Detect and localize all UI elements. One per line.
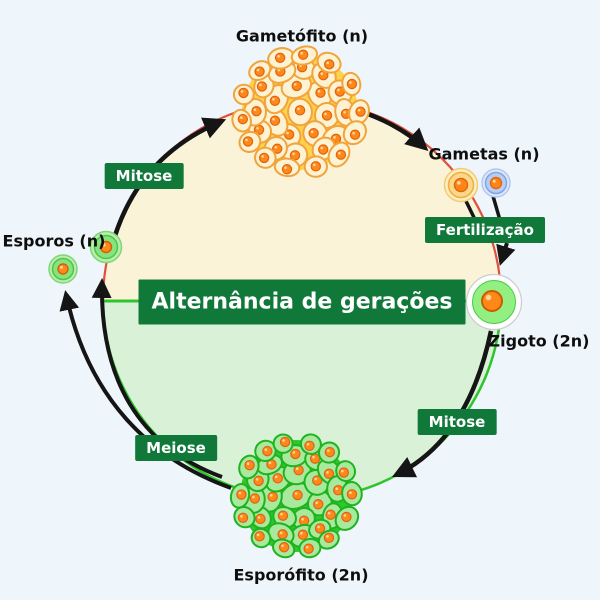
esporofito-cell-cluster	[229, 433, 363, 559]
gametas-label: Gametas (n)	[428, 144, 540, 164]
zigoto-label: Zigoto (2n)	[488, 331, 590, 351]
esporos-label: Esporos (n)	[2, 231, 106, 251]
gametofito-cell-cluster	[231, 45, 370, 178]
esporos-cells	[48, 230, 123, 284]
meiose-badge: Meiose	[135, 435, 217, 461]
gamete-yellow-cell	[443, 167, 479, 203]
diagram-title: Alternância de gerações	[138, 279, 466, 325]
gamete-blue-cell	[481, 168, 511, 198]
fertilization-to-zigoto-arrow	[496, 242, 516, 266]
gametofito-to-gametas-arrow	[367, 111, 429, 152]
haploid-half	[103, 101, 501, 300]
mitose-left-badge: Mitose	[104, 163, 184, 189]
cycle-circle	[101, 99, 503, 501]
gametofito-label: Gametófito (n)	[235, 26, 369, 46]
meiose-arrow-outer	[59, 290, 232, 490]
spore-cell-outer	[48, 254, 78, 284]
esporofito-label: Esporófito (2n)	[233, 565, 369, 585]
mitose-right-badge: Mitose	[417, 409, 497, 435]
spore-cell-on-circle	[89, 230, 123, 264]
fertilizacao-badge: Fertilização	[425, 217, 545, 243]
meiose-arrow-inner	[91, 278, 223, 479]
gametas-cells	[443, 167, 511, 203]
zigoto-cell	[465, 273, 523, 331]
